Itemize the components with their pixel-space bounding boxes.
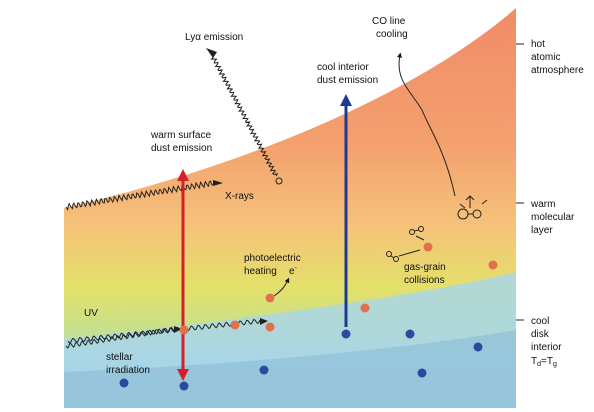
lya-atom — [275, 177, 283, 185]
dust-grain-cool — [405, 329, 415, 339]
dust-grain-cool — [341, 329, 351, 339]
label-cool-dust-2: dust emission — [317, 75, 378, 86]
gas-molecule-icon-1 — [409, 226, 425, 241]
stellar-arrowhead — [174, 326, 182, 333]
xray-arrowhead — [213, 180, 223, 186]
dust-grain-warm — [488, 260, 498, 270]
dust-grain-warm — [265, 293, 275, 303]
label-cool-1: cool — [531, 316, 549, 327]
dust-grains — [119, 242, 498, 391]
lya-arrowhead — [206, 48, 217, 58]
label-temp-eq: Td=Tg — [531, 356, 557, 368]
label-hot-1: hot — [531, 39, 545, 50]
label-co-2: cooling — [376, 29, 408, 40]
label-cool-2: disk — [531, 329, 550, 340]
label-warm-2: molecular — [531, 212, 575, 223]
photoelectron-path — [273, 277, 290, 297]
label-photo-2: heating — [244, 266, 277, 277]
label-cool-3: interior — [531, 342, 562, 353]
label-electron: e- — [289, 265, 298, 277]
label-warm-dust-1: warm surface — [150, 130, 211, 141]
label-gas-grain-1: gas-grain — [404, 262, 446, 273]
label-hot-3: atmosphere — [531, 65, 584, 76]
dust-grain-cool — [417, 368, 427, 378]
label-warm-1: warm — [530, 199, 555, 210]
stellar-wave — [65, 326, 175, 349]
dust-grain-cool — [179, 381, 189, 391]
label-stellar-1: stellar — [106, 352, 133, 363]
gas-molecule-icon-2 — [386, 249, 421, 262]
label-co-1: CO line — [372, 16, 406, 27]
dust-grain-cool — [259, 365, 269, 375]
dust-grain-warm — [230, 320, 240, 330]
label-photo-1: photoelectric — [244, 253, 301, 264]
lya-wave — [210, 56, 279, 177]
co-molecule-icon — [457, 195, 488, 220]
label-lya: Lyα emission — [185, 32, 243, 43]
layer-leaders — [516, 43, 524, 321]
dust-grain-cool — [473, 342, 483, 352]
dust-grain-warm — [423, 242, 433, 252]
dust-grain-cool — [119, 378, 129, 388]
label-stellar-2: irradiation — [106, 365, 150, 376]
uv-arrowhead — [260, 318, 268, 325]
label-xrays: X-rays — [225, 191, 254, 202]
dust-grain-warm — [265, 322, 275, 332]
co-cooling-path — [397, 52, 456, 197]
dust-grain-warm — [179, 325, 189, 335]
label-warm-3: layer — [531, 225, 553, 236]
dust-grain-warm — [360, 303, 370, 313]
label-gas-grain-2: collisions — [404, 275, 445, 286]
label-uv: UV — [84, 308, 98, 319]
disk-body — [64, 8, 516, 408]
label-hot-2: atomic — [531, 52, 560, 63]
cool-interior-deep — [64, 330, 516, 408]
label-warm-dust-2: dust emission — [151, 143, 212, 154]
label-cool-dust-1: cool interior — [317, 62, 369, 73]
